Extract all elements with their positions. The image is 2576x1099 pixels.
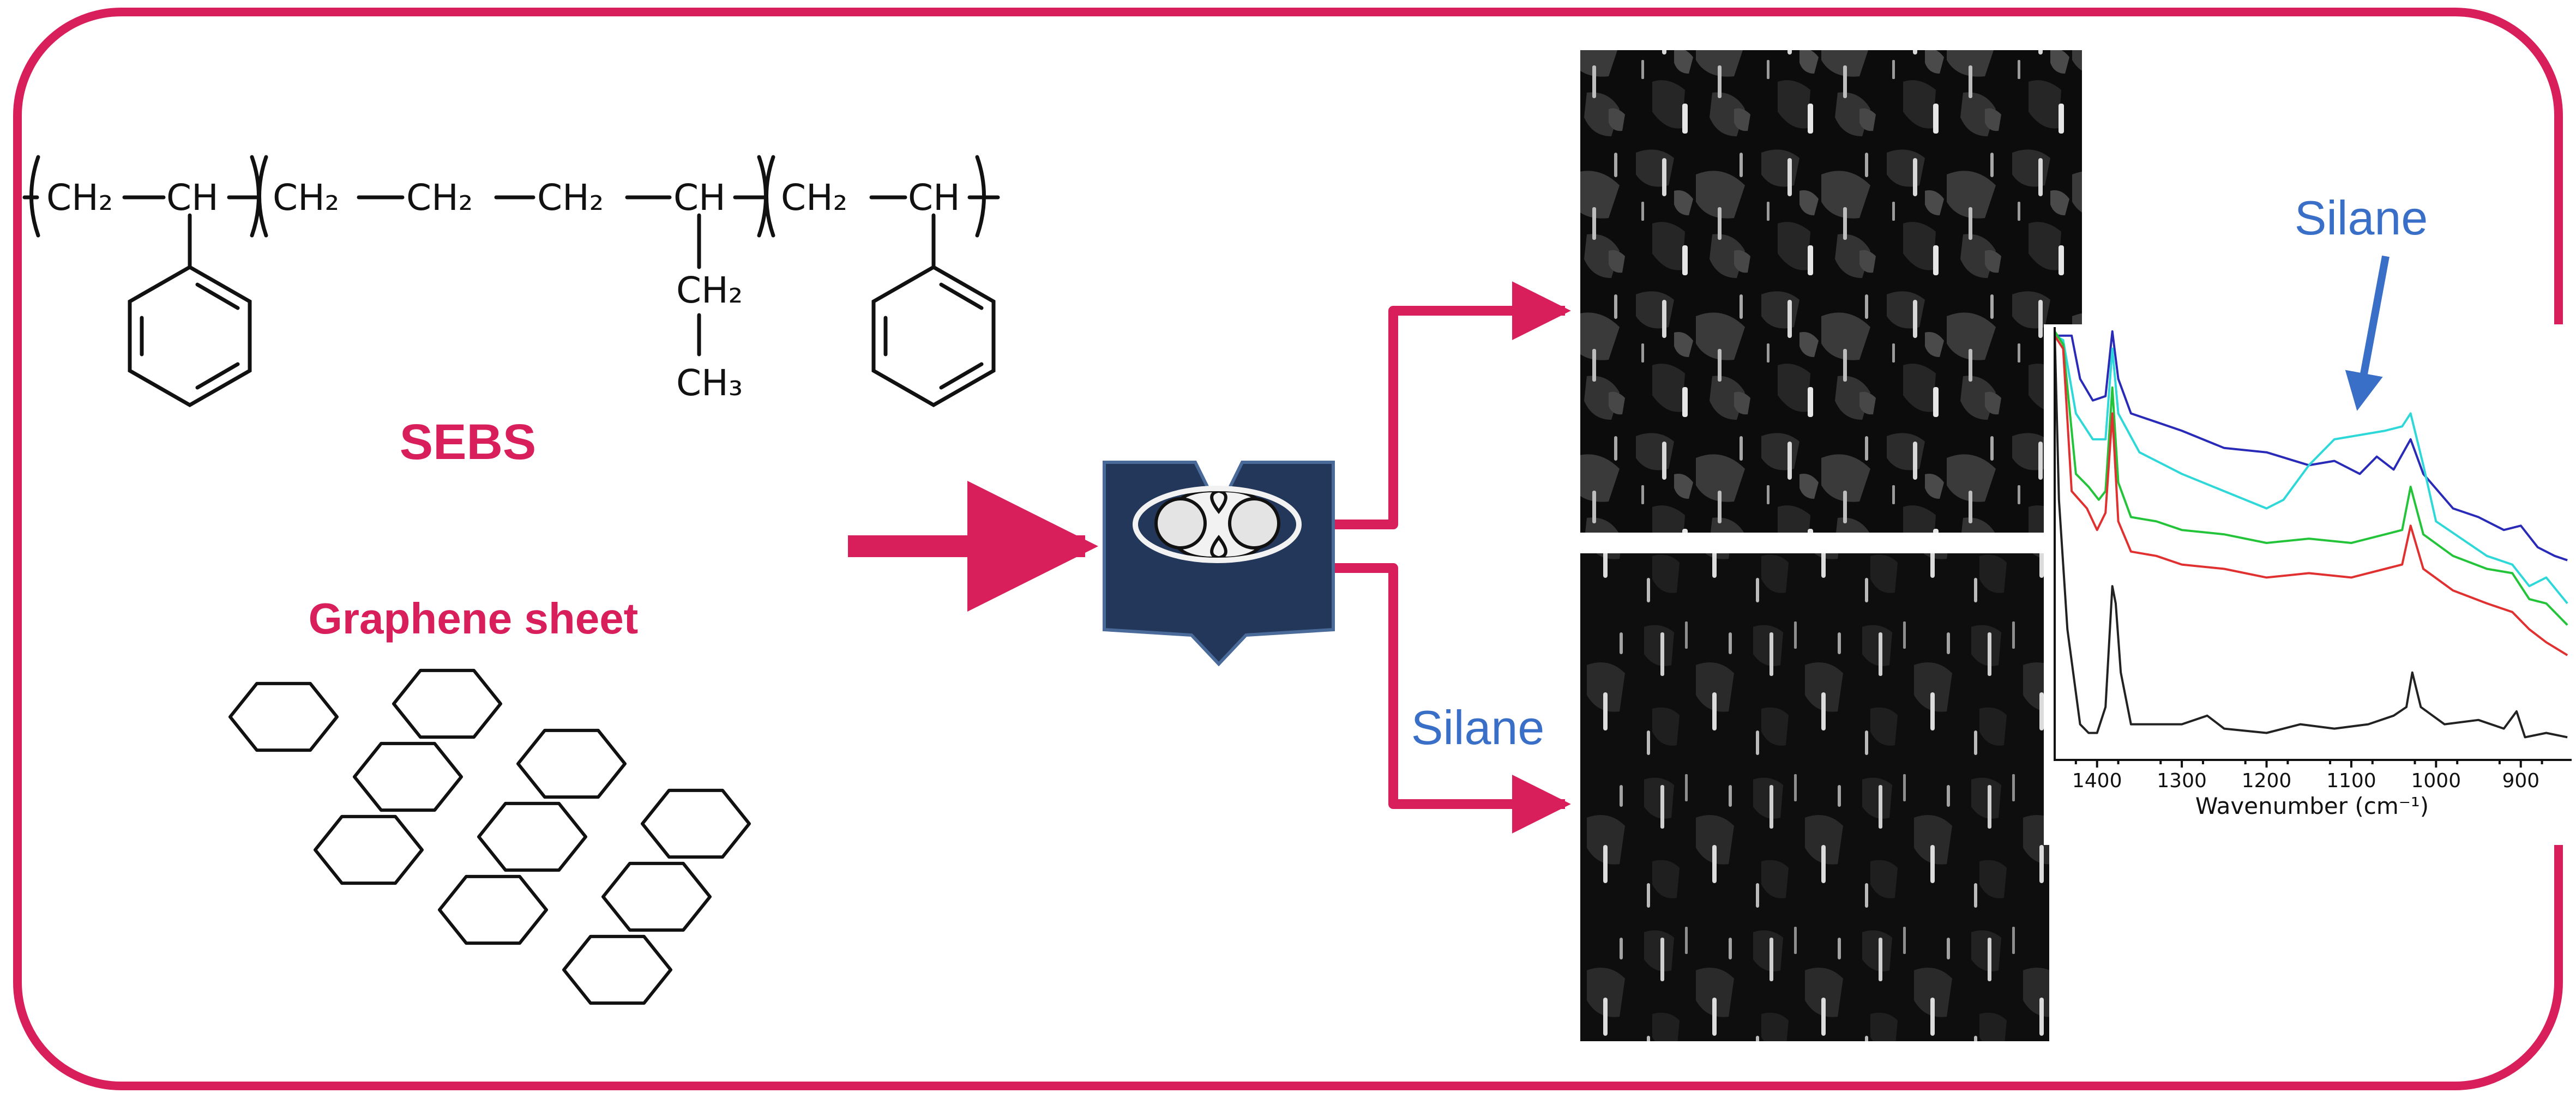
- graphene-hexagon: [562, 934, 672, 1005]
- ftir-series-line-3: [2054, 330, 2568, 626]
- x-tick-label: 1300: [2157, 770, 2207, 792]
- graphene-hexagon: [353, 741, 463, 812]
- mixer-chamber: [1133, 486, 1302, 563]
- group-label: CH₂: [46, 177, 113, 219]
- chart-series-group: [2054, 330, 2568, 739]
- graphene-hexagon: [641, 788, 751, 859]
- x-tick-label: 1400: [2072, 770, 2122, 792]
- sebs-groups: CH₂ CH CH₂ CH₂ CH₂ CH CH₂ CH CH₂ CH₃: [46, 177, 960, 404]
- sebs-structure: [22, 155, 1000, 408]
- bracket-open-2: [257, 155, 268, 238]
- chart-background: [2044, 324, 2576, 845]
- group-label: CH₂: [537, 177, 604, 219]
- graphene-hexagon: [516, 728, 627, 799]
- branch-silane-label: Silane: [1411, 701, 1545, 754]
- group-label: CH: [673, 177, 726, 219]
- sebs-label: SEBS: [400, 414, 537, 470]
- benzene-ring-icon: [128, 264, 252, 408]
- graphene-hexagon: [601, 861, 712, 932]
- graphene-hexagon: [438, 874, 548, 945]
- sem-image-with-silane: [1580, 553, 2049, 1041]
- mixer-rotor-icon: [1154, 488, 1280, 560]
- mixer-icon: [1103, 461, 1335, 667]
- side-chain-label: CH₃: [676, 362, 743, 404]
- group-label: CH: [166, 177, 219, 219]
- x-tick-label: 1100: [2326, 770, 2376, 792]
- chart-xlabel: Wavenumber (cm⁻¹): [2195, 793, 2429, 819]
- chart-annotation: Silane: [2295, 191, 2428, 245]
- graphene-hexagon: [228, 681, 339, 752]
- group-label: CH: [908, 177, 960, 219]
- x-tick-label: 1000: [2411, 770, 2461, 792]
- graphene-label: Graphene sheet: [309, 594, 639, 643]
- annotation-arrow: [2345, 255, 2390, 411]
- benzene-ring-icon: [871, 264, 996, 408]
- chart-axis: 1400 1300 1200 1100 1000 900: [2054, 327, 2572, 792]
- graphene-sheet-icon: [228, 668, 751, 1005]
- group-label: CH₂: [406, 177, 473, 219]
- upper-branch-arrow: [1333, 281, 1571, 529]
- lower-branch-arrow: [1333, 563, 1571, 834]
- side-chain-label: CH₂: [676, 269, 743, 311]
- x-tick-label: 1200: [2242, 770, 2292, 792]
- ftir-series-line-4: [2054, 335, 2568, 656]
- group-label: CH₂: [273, 177, 339, 219]
- group-label: CH₂: [781, 177, 847, 219]
- x-tick-label: 900: [2502, 770, 2539, 792]
- ftir-series-line-1: [2055, 330, 2568, 561]
- graphene-hexagon: [477, 801, 587, 872]
- bracket-close-3: [975, 155, 986, 238]
- sem-image-without-silane: [1580, 50, 2082, 533]
- ftir-series-line-2: [2054, 335, 2568, 605]
- graphene-hexagon: [314, 814, 424, 885]
- ftir-chart: 1400 1300 1200 1100 1000 900 Silane Wavenumbe…: [2044, 191, 2576, 845]
- graphene-hexagon: [392, 668, 502, 739]
- ftir-series-line-5: [2054, 331, 2568, 739]
